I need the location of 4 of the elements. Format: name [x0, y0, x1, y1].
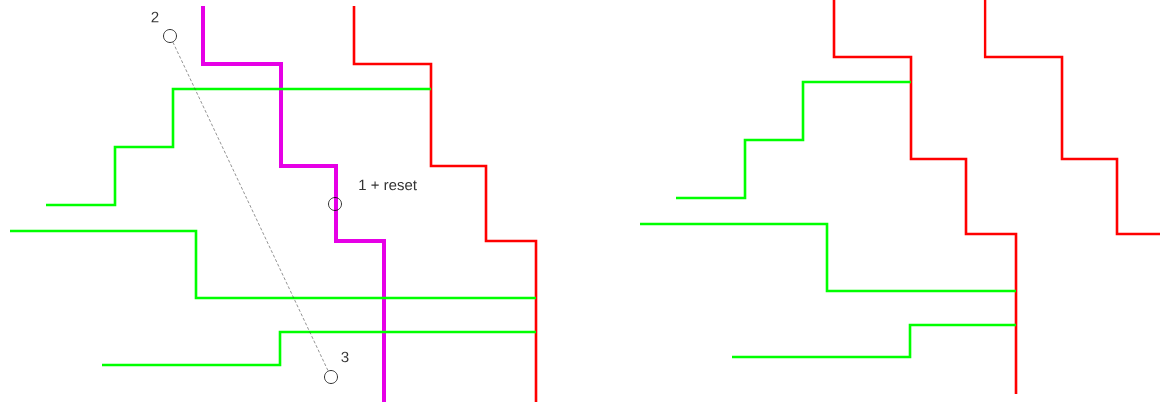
- point-label: 2: [151, 11, 159, 23]
- point-label: 1 + reset: [359, 179, 417, 191]
- point-label: 3: [341, 351, 349, 363]
- dashed-line: [172, 41, 329, 372]
